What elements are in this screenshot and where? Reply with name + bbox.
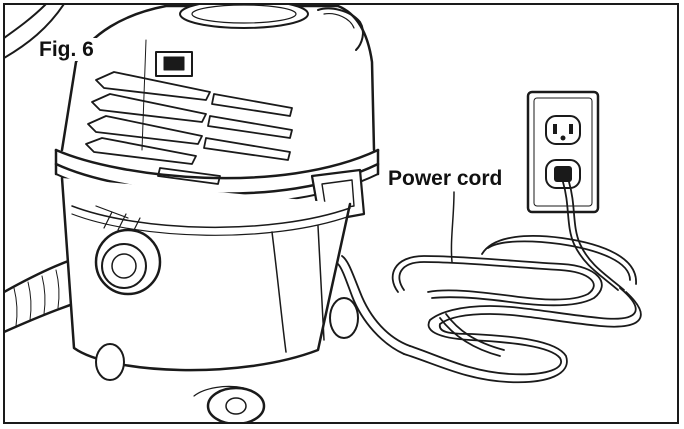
- shop-vacuum-icon: [54, 4, 380, 423]
- power-cord-icon: [337, 181, 642, 384]
- caster-wheel-icon: [95, 297, 359, 423]
- power-switch-icon: [155, 51, 193, 77]
- intake-port-icon: [94, 228, 162, 296]
- figure-label: Fig. 6: [36, 38, 97, 62]
- wall-outlet-icon: [526, 90, 600, 214]
- outlet-receptacle-icon: [545, 115, 581, 145]
- plug-icon: [545, 159, 581, 189]
- power-cord-callout: Power cord: [386, 167, 505, 191]
- callout-leader-line: [450, 191, 455, 263]
- hose-top-icon: [4, 4, 65, 59]
